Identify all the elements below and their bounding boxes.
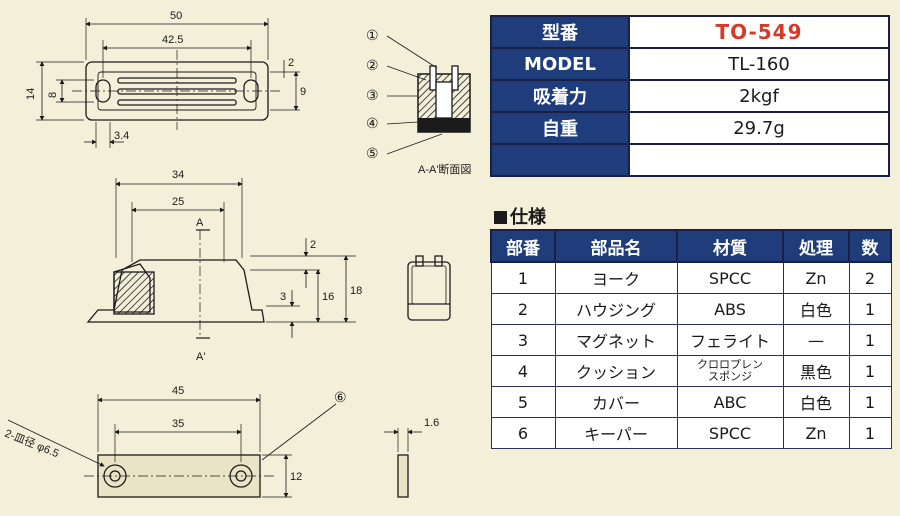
spec-label: 自重 <box>490 111 630 145</box>
dim-right-height: 9 <box>300 86 306 98</box>
square-bullet-icon <box>494 211 507 224</box>
spec-label: 型番 <box>490 15 630 49</box>
part-material: ABS <box>676 293 784 325</box>
part-qty: 1 <box>848 417 892 449</box>
section-caption: A-A'断面図 <box>418 162 471 176</box>
dim-total-height: 18 <box>350 285 362 297</box>
spec-row-blank <box>490 143 890 177</box>
section-mark-a: A <box>196 217 204 229</box>
callout-1: ① <box>366 27 379 43</box>
material-line-2: スポンジ <box>708 370 752 383</box>
part-material: ABC <box>676 386 784 418</box>
part-name: ハウジング <box>554 293 678 325</box>
dim-inner-height: 8 <box>47 92 59 98</box>
spec-label-blank <box>490 143 630 177</box>
dim-inner-length: 25 <box>172 196 184 208</box>
spec-value-force: 2kgf <box>628 79 890 113</box>
parts-section-title: 仕様 <box>494 203 546 229</box>
part-treatment: — <box>782 324 850 356</box>
part-no: 1 <box>490 261 556 294</box>
part-treatment: Zn <box>782 261 850 294</box>
material-line-1: クロロプレン <box>697 358 763 371</box>
spec-value-blank <box>628 143 890 177</box>
dim-keeper-height: 12 <box>290 471 302 483</box>
part-no: 5 <box>490 386 556 418</box>
table-row: 5 カバー ABC 白色 1 <box>490 386 892 418</box>
spec-table: 型番 TO-549 MODEL TL-160 吸着力 2kgf 自重 29.7g <box>490 15 890 177</box>
end-view <box>407 255 451 321</box>
header-qty: 数 <box>848 229 892 263</box>
keeper-view <box>7 394 422 498</box>
top-view <box>36 18 300 148</box>
callout-4: ④ <box>366 115 379 131</box>
part-treatment: 白色 <box>782 293 850 325</box>
spec-row-force: 吸着力 2kgf <box>490 79 890 113</box>
dim-overall-width: 50 <box>170 10 182 22</box>
spec-value-weight: 29.7g <box>628 111 890 145</box>
part-name: キーパー <box>554 417 678 449</box>
part-material: SPCC <box>676 261 784 294</box>
dim-hole-pitch: 42.5 <box>162 34 183 46</box>
header-material: 材質 <box>676 229 784 263</box>
part-no: 2 <box>490 293 556 325</box>
part-qty: 1 <box>848 386 892 418</box>
side-view <box>86 178 356 339</box>
header-treatment: 処理 <box>782 229 850 263</box>
technical-drawing: 50 42.5 14 8 2 9 3.4 ① ② ③ ④ ⑤ A-A'断面図 3… <box>3 10 471 498</box>
spec-row-weight: 自重 29.7g <box>490 111 890 145</box>
spec-label: 吸着力 <box>490 79 630 113</box>
header-part-no: 部番 <box>490 229 556 263</box>
spec-value-model: TL-160 <box>628 47 890 81</box>
dim-slot: 2 <box>288 57 294 69</box>
part-name: ヨーク <box>554 261 678 294</box>
spec-row-model: MODEL TL-160 <box>490 47 890 81</box>
part-no: 3 <box>490 324 556 356</box>
part-treatment: 黒色 <box>782 355 850 387</box>
part-qty: 2 <box>848 261 892 294</box>
spec-value-model-number: TO-549 <box>628 15 890 49</box>
table-row: 1 ヨーク SPCC Zn 2 <box>490 261 892 294</box>
callout-6: ⑥ <box>334 389 347 405</box>
dim-keeper-thickness: 1.6 <box>424 417 439 429</box>
header-part-name: 部品名 <box>554 229 678 263</box>
dim-body-length: 34 <box>172 169 184 181</box>
part-qty: 1 <box>848 324 892 356</box>
dim-top-gap: 2 <box>310 239 316 251</box>
part-qty: 1 <box>848 355 892 387</box>
section-mark-a2: A' <box>196 351 205 363</box>
part-name: マグネット <box>554 324 678 356</box>
part-treatment: 白色 <box>782 386 850 418</box>
part-name: クッション <box>554 355 678 387</box>
callout-2: ② <box>366 57 379 73</box>
parts-title-text: 仕様 <box>510 207 546 228</box>
spec-label: MODEL <box>490 47 630 81</box>
dim-hole-offset: 3.4 <box>114 130 129 142</box>
part-treatment: Zn <box>782 417 850 449</box>
table-row: 4 クッション クロロプレンスポンジ 黒色 1 <box>490 355 892 387</box>
part-material: SPCC <box>676 417 784 449</box>
dim-foot: 3 <box>280 291 286 303</box>
dim-keeper-length: 45 <box>172 385 184 397</box>
callout-3: ③ <box>366 87 379 103</box>
parts-table: 部番 部品名 材質 処理 数 1 ヨーク SPCC Zn 2 2 ハウジング A… <box>490 229 892 449</box>
table-row: 6 キーパー SPCC Zn 1 <box>490 417 892 449</box>
dim-outer-height: 14 <box>25 88 37 100</box>
table-row: 2 ハウジング ABS 白色 1 <box>490 293 892 325</box>
part-no: 6 <box>490 417 556 449</box>
table-row: 3 マグネット フェライト — 1 <box>490 324 892 356</box>
callout-5: ⑤ <box>366 145 379 161</box>
parts-header-row: 部番 部品名 材質 処理 数 <box>490 229 892 263</box>
part-qty: 1 <box>848 293 892 325</box>
part-material: フェライト <box>676 324 784 356</box>
part-no: 4 <box>490 355 556 387</box>
dim-keeper-holes: 35 <box>172 418 184 430</box>
spec-row-model-number: 型番 TO-549 <box>490 15 890 49</box>
part-material: クロロプレンスポンジ <box>676 355 784 387</box>
part-name: カバー <box>554 386 678 418</box>
section-view <box>386 35 471 155</box>
dim-mid-height: 16 <box>322 291 334 303</box>
